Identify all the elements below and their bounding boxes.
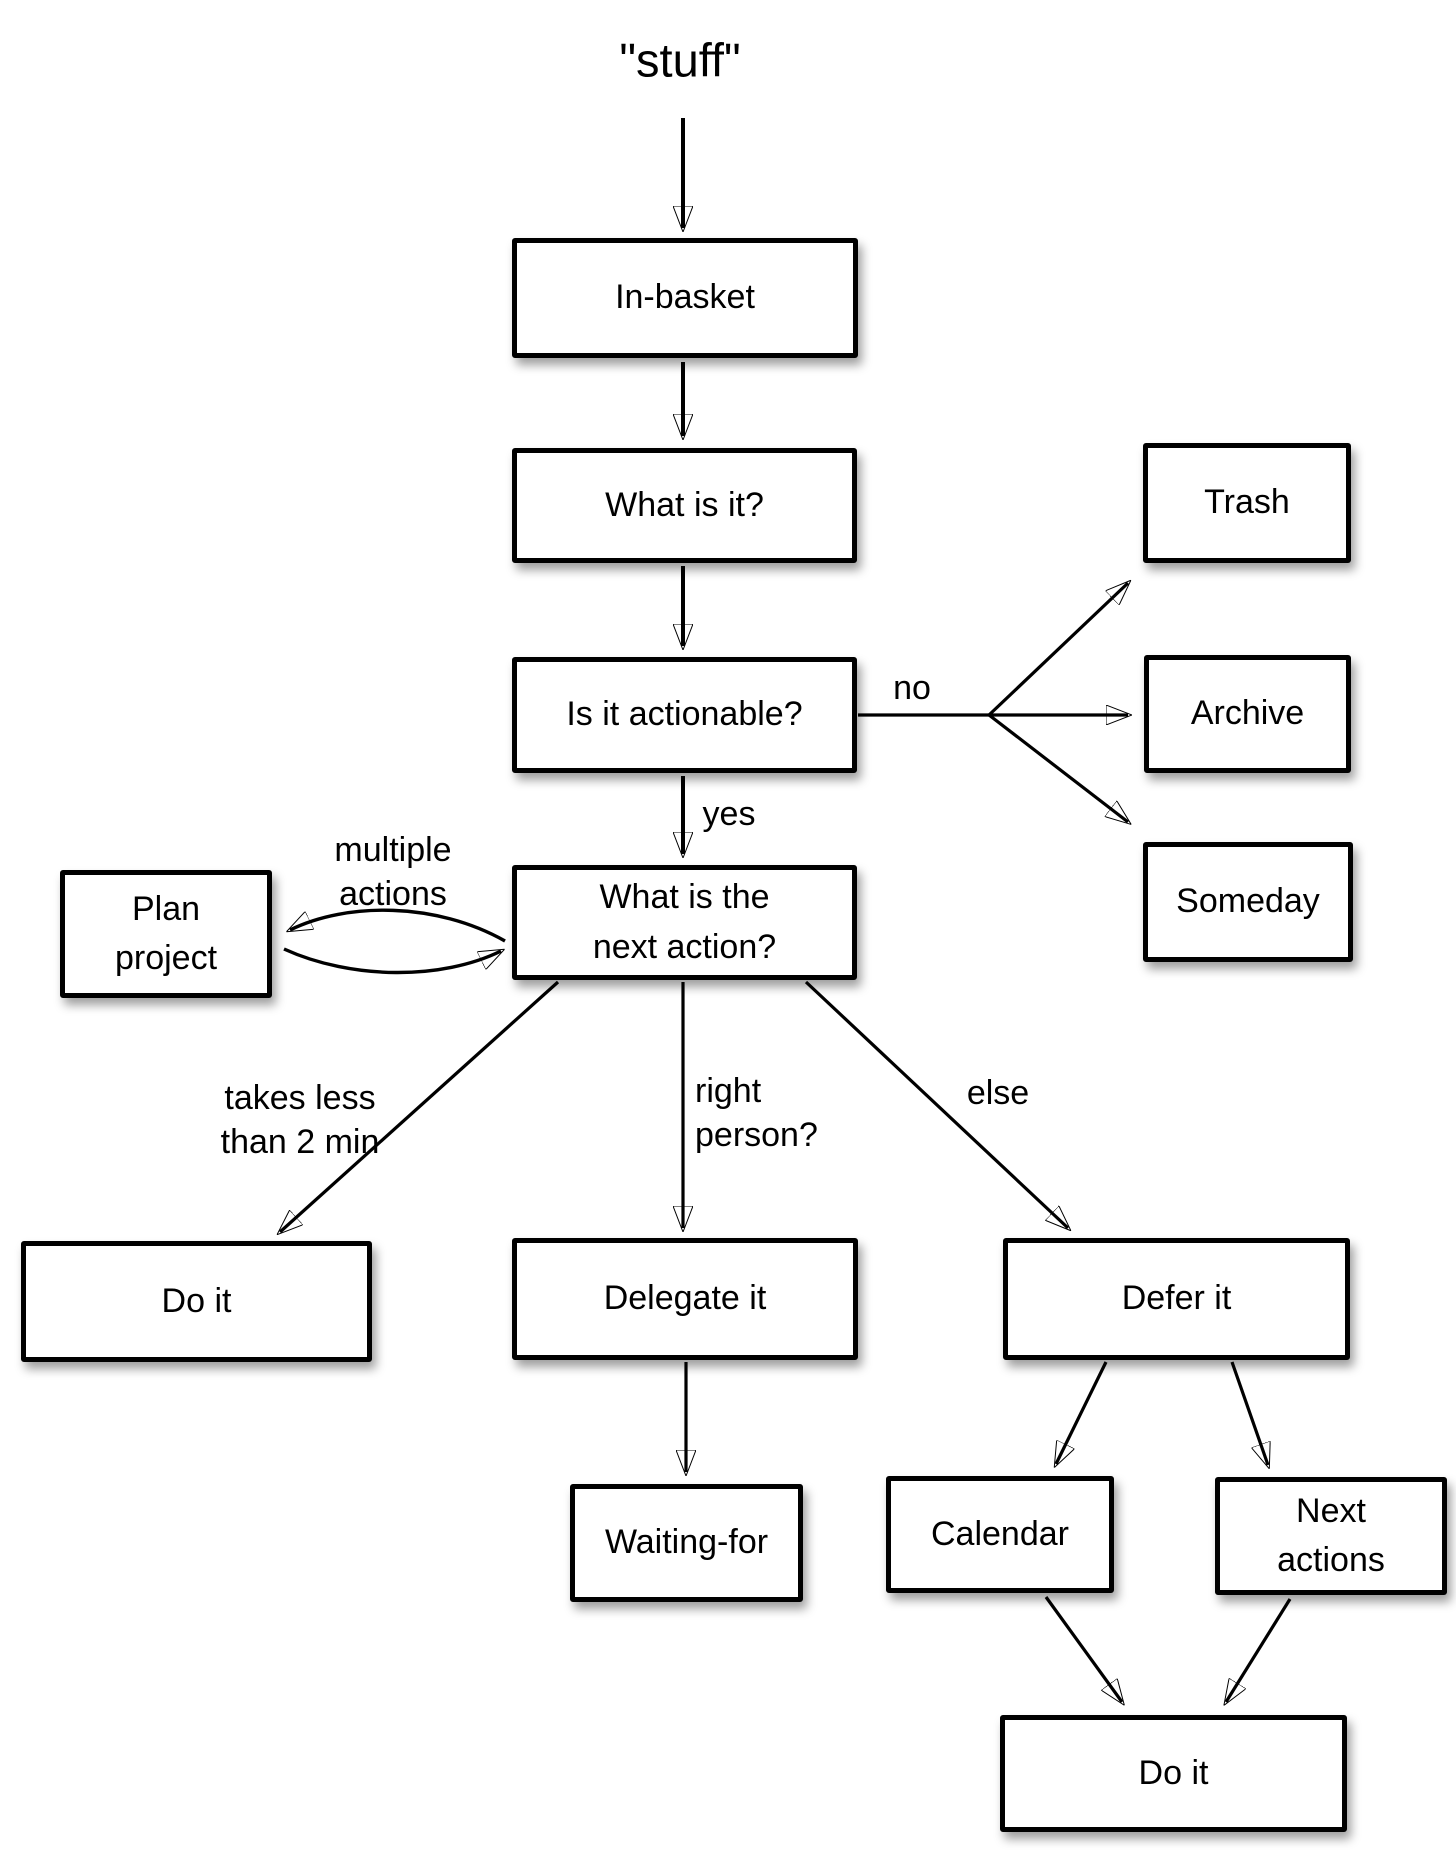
node-someday: Someday <box>1143 842 1353 962</box>
no-branch-lines <box>858 583 1128 822</box>
edge-label-takes-less-than-2-min: takes less than 2 min <box>220 1078 380 1161</box>
node-do-it: Do it <box>21 1241 372 1362</box>
node-in-basket: In-basket <box>512 238 858 358</box>
edge-label-multiple-actions: multiple actions <box>334 830 452 913</box>
node-archive: Archive <box>1144 655 1351 773</box>
arrow-nextactions-to-doit <box>1226 1598 1292 1702</box>
node-do-it-final: Do it <box>1000 1715 1347 1832</box>
node-defer-it: Defer it <box>1003 1238 1350 1360</box>
node-delegate-it: Delegate it <box>512 1238 858 1360</box>
node-is-it-actionable: Is it actionable? <box>512 657 857 773</box>
edge-label-yes: yes <box>702 794 756 833</box>
diagram-title: "stuff" <box>619 33 741 87</box>
node-next-actions: Next actions <box>1215 1477 1447 1595</box>
node-trash: Trash <box>1143 443 1351 563</box>
arrow-defer-to-nextactions <box>1230 1361 1268 1465</box>
arrow-whatnext-to-defer <box>804 980 1068 1228</box>
node-what-is-it: What is it? <box>512 448 857 563</box>
arrow-defer-to-calendar <box>1056 1361 1108 1464</box>
node-waiting-for: Waiting-for <box>570 1484 803 1602</box>
edge-label-right-person: right person? <box>695 1071 818 1154</box>
node-calendar: Calendar <box>886 1476 1114 1593</box>
multiple-actions-double-arrow <box>283 908 505 975</box>
edge-label-else: else <box>966 1073 1030 1112</box>
arrow-whatnext-to-doit <box>280 980 560 1232</box>
node-what-is-the-next-action: What is the next action? <box>512 865 857 980</box>
arrow-calendar-to-doit <box>1044 1596 1122 1702</box>
edge-label-no: no <box>893 668 931 707</box>
node-plan-project: Plan project <box>60 870 272 998</box>
